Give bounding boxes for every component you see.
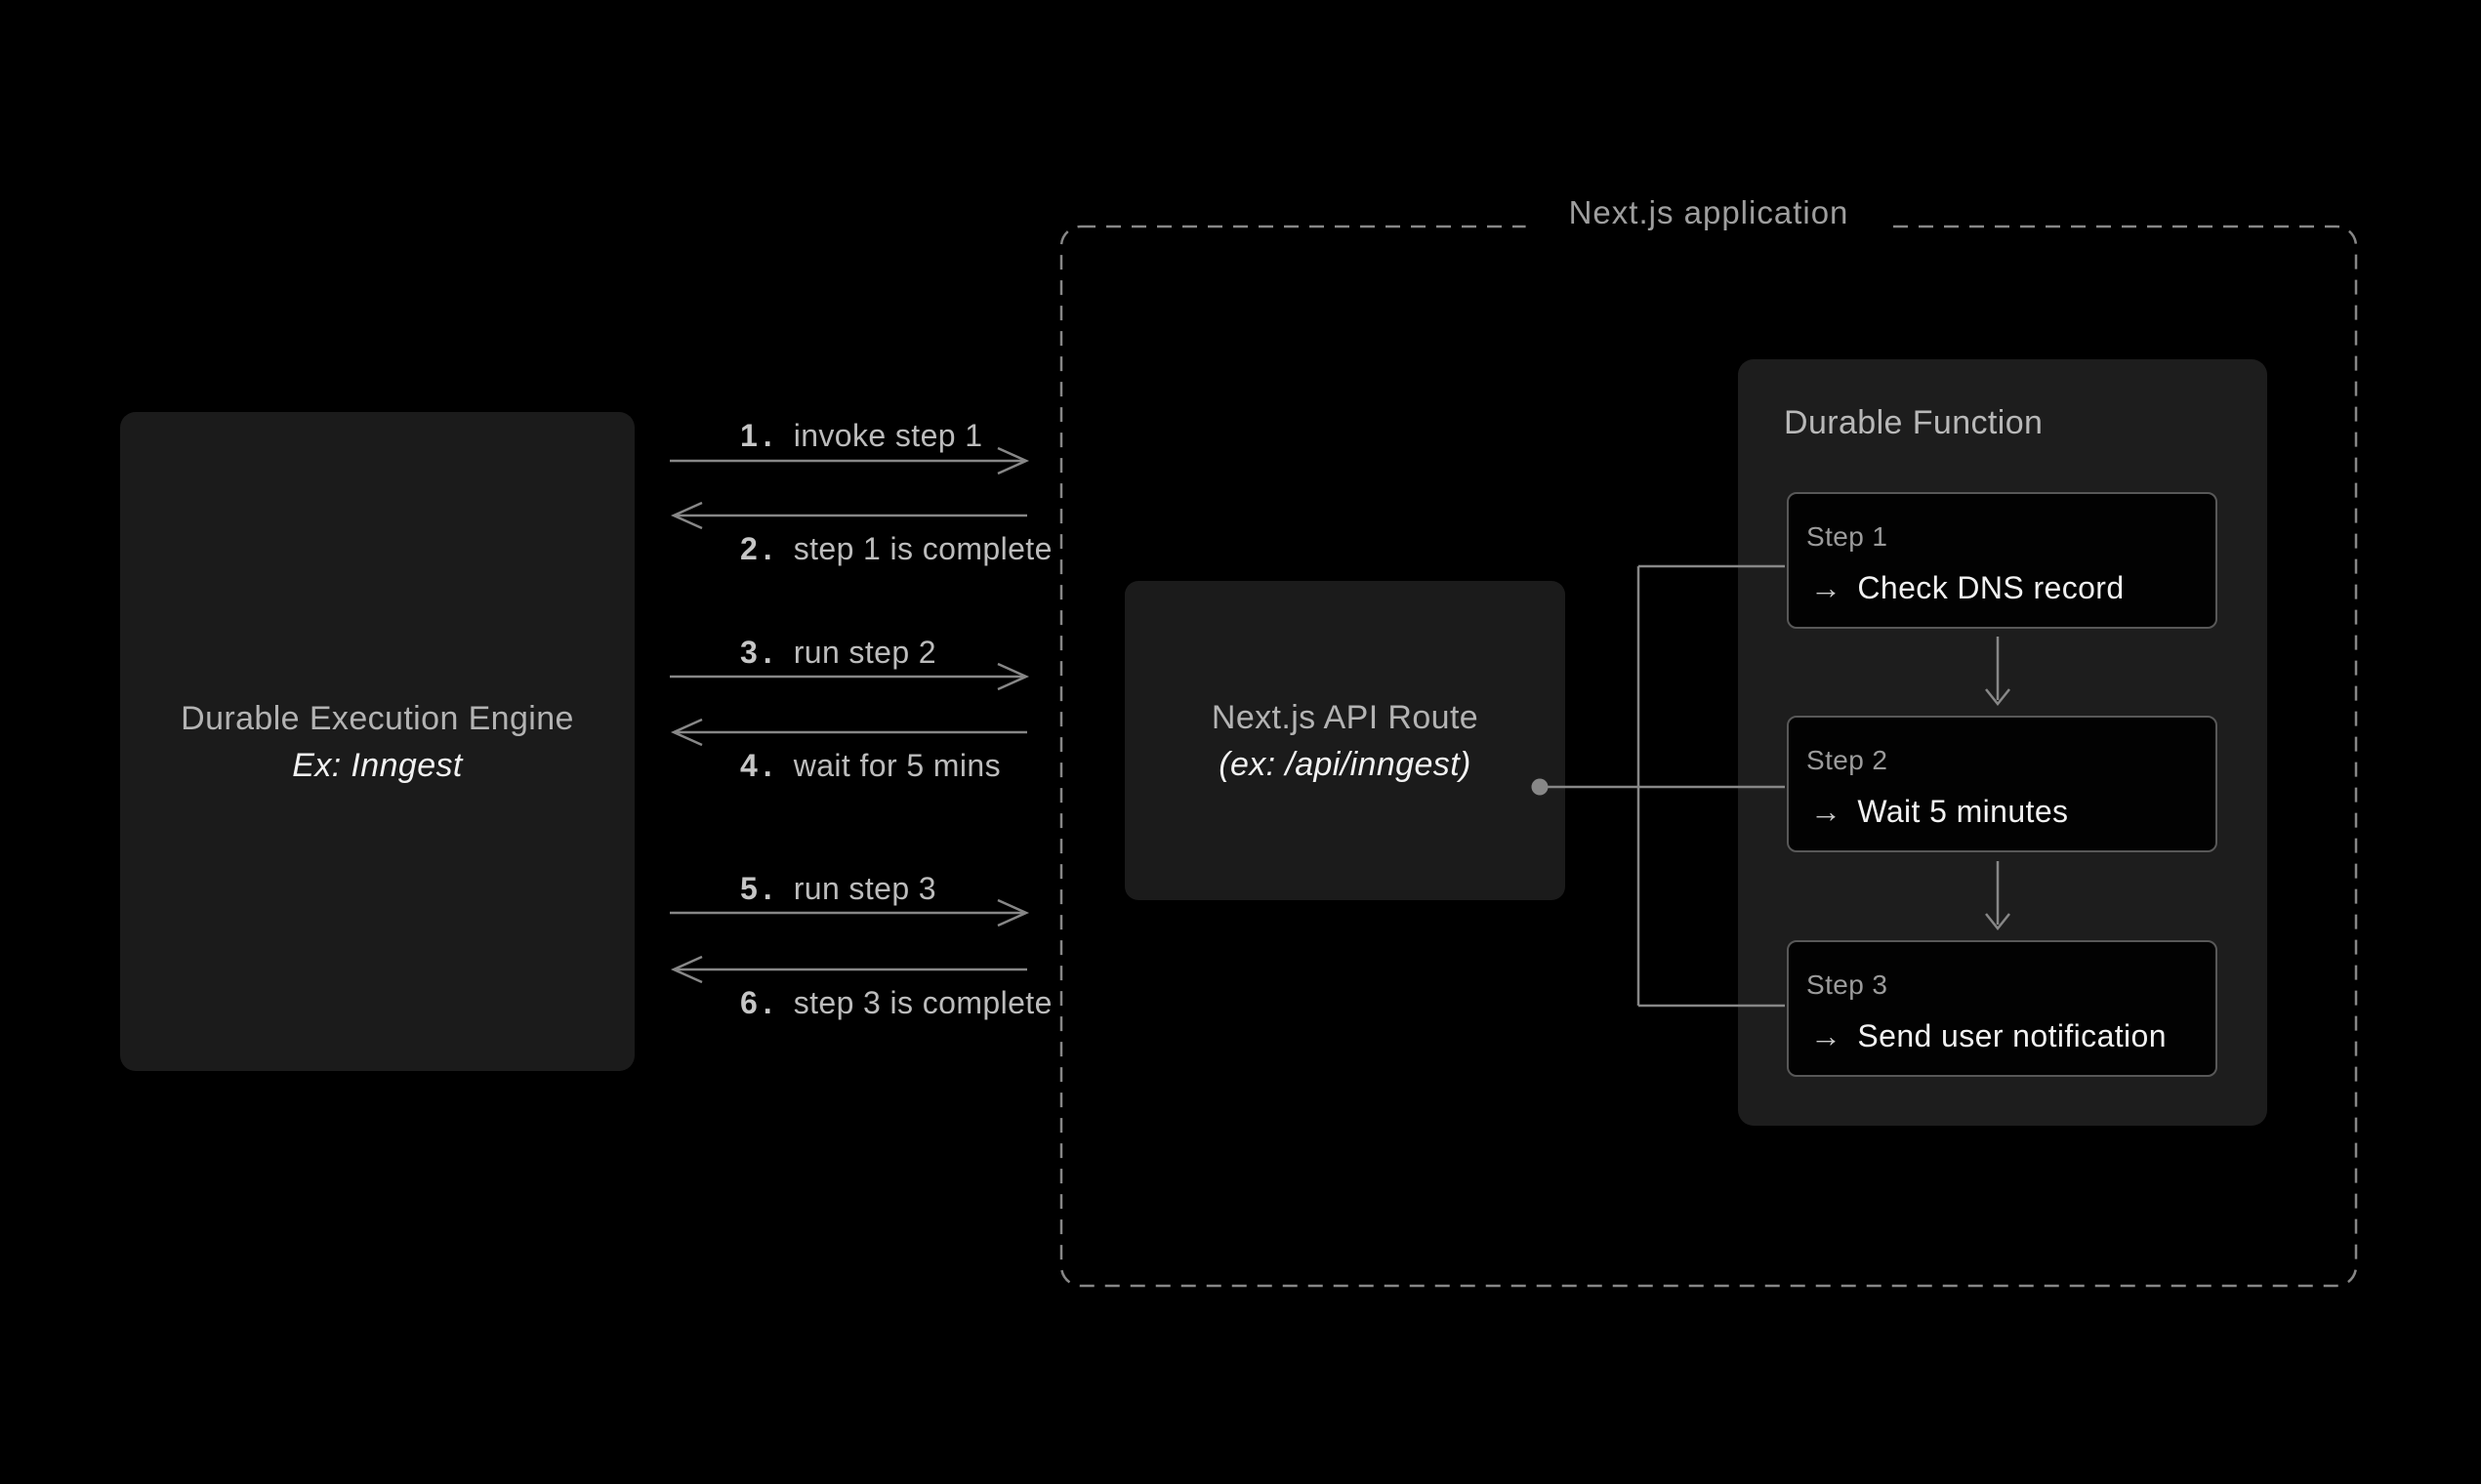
nextjs-application-label: Next.js application xyxy=(1525,191,1892,234)
message-text: run step 2 xyxy=(793,635,936,670)
arrow-left-2-icon xyxy=(670,501,1027,530)
step-1-label: Step 1 xyxy=(1806,521,1888,552)
message-number: 4. xyxy=(740,748,778,783)
message-label-1: 1. invoke step 1 xyxy=(740,414,982,457)
message-number: 6. xyxy=(740,985,778,1020)
right-arrow-icon: → xyxy=(1810,1018,1842,1053)
step-2-text: Wait 5 minutes xyxy=(1857,794,2069,829)
durable-execution-engine-box: Durable Execution Engine Ex: Inngest xyxy=(120,412,635,1071)
engine-subtitle: Ex: Inngest xyxy=(292,746,463,784)
step-3-card: Step 3 → Send user notification xyxy=(1787,940,2217,1077)
message-label-2: 2. step 1 is complete xyxy=(740,527,1053,570)
message-number: 3. xyxy=(740,635,778,670)
api-route-title: Next.js API Route xyxy=(1211,698,1479,736)
engine-title: Durable Execution Engine xyxy=(181,699,574,737)
message-text: run step 3 xyxy=(793,871,936,906)
step-2-card: Step 2 → Wait 5 minutes xyxy=(1787,716,2217,852)
arrow-left-6-icon xyxy=(670,955,1027,984)
message-text: step 3 is complete xyxy=(793,985,1053,1020)
message-text: wait for 5 mins xyxy=(793,748,1001,783)
message-number: 2. xyxy=(740,531,778,566)
step-3-action: → Send user notification xyxy=(1806,1012,2215,1059)
api-route-subtitle: (ex: /api/inngest) xyxy=(1219,745,1471,783)
message-text: invoke step 1 xyxy=(793,418,983,453)
message-label-6: 6. step 3 is complete xyxy=(740,981,1053,1024)
message-number: 1. xyxy=(740,418,778,453)
message-text: step 1 is complete xyxy=(793,531,1053,566)
arrow-left-4-icon xyxy=(670,718,1027,747)
step-1-action: → Check DNS record xyxy=(1806,564,2215,611)
step-1-card: Step 1 → Check DNS record xyxy=(1787,492,2217,629)
message-number: 5. xyxy=(740,871,778,906)
step-3-label: Step 3 xyxy=(1806,969,1888,1000)
step-2-label: Step 2 xyxy=(1806,745,1888,775)
step-1-text: Check DNS record xyxy=(1857,570,2125,605)
right-arrow-icon: → xyxy=(1810,570,1842,605)
message-label-4: 4. wait for 5 mins xyxy=(740,744,1001,787)
message-label-3: 3. run step 2 xyxy=(740,631,936,674)
right-arrow-icon: → xyxy=(1810,794,1842,829)
step-3-text: Send user notification xyxy=(1857,1018,2167,1053)
message-label-5: 5. run step 3 xyxy=(740,867,936,910)
step-2-action: → Wait 5 minutes xyxy=(1806,788,2215,835)
nextjs-api-route-box: Next.js API Route (ex: /api/inngest) xyxy=(1125,581,1565,900)
durable-function-title: Durable Function xyxy=(1784,404,2044,441)
